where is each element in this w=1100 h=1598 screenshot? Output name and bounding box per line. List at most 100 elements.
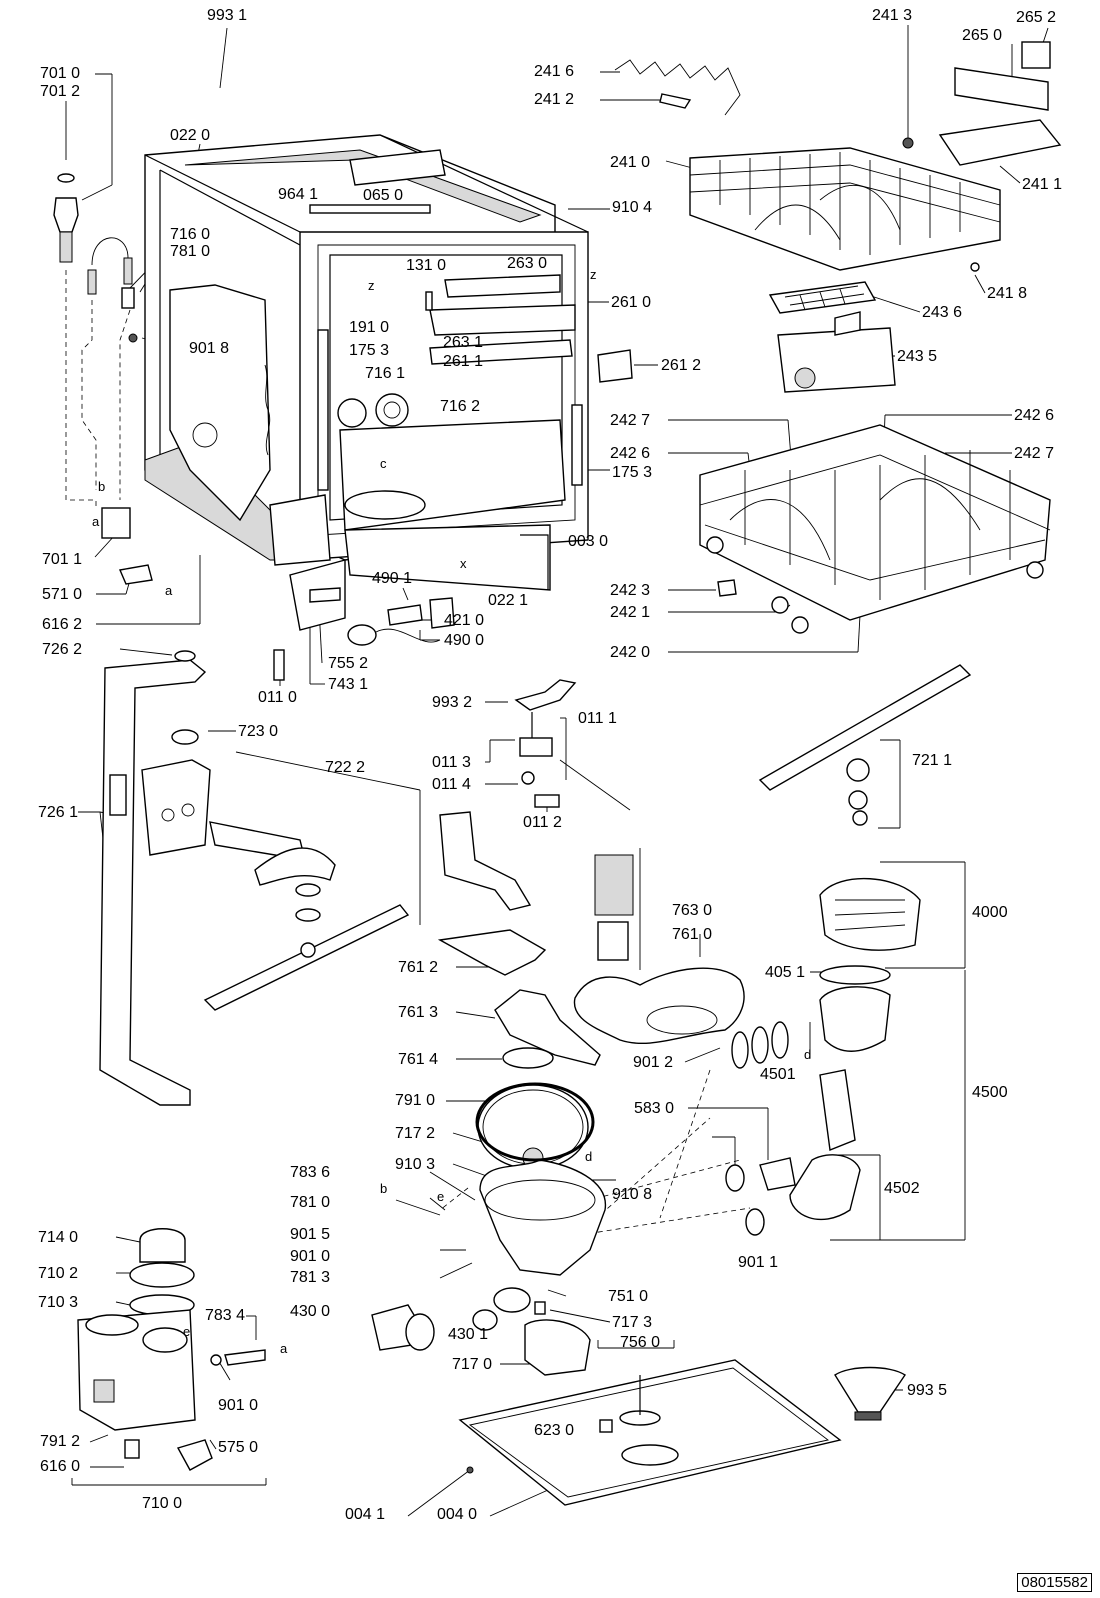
marker-b-2: b — [380, 1181, 388, 1196]
label-243-5: 243 5 — [897, 348, 938, 365]
label-263-1: 263 1 — [443, 334, 484, 351]
label-755-2: 755 2 — [328, 655, 369, 672]
label-263-0: 263 0 — [507, 255, 548, 272]
label-583-0: 583 0 — [634, 1100, 675, 1117]
label-242-0: 242 0 — [610, 644, 651, 661]
label-993-5: 993 5 — [907, 1382, 948, 1399]
label-761-0: 761 0 — [672, 926, 713, 943]
gasket-ring — [475, 1082, 595, 1162]
marker-e-1: e — [437, 1189, 445, 1204]
label-716-0: 716 0 — [170, 226, 211, 243]
label-175-3-b: 175 3 — [612, 464, 653, 481]
label-011-0: 011 0 — [258, 689, 297, 706]
label-901-2: 901 2 — [633, 1054, 674, 1071]
label-763-0: 763 0 — [672, 902, 713, 919]
marker-x: x — [460, 556, 467, 571]
label-4500: 4500 — [972, 1084, 1008, 1101]
marker-d-2: d — [585, 1149, 593, 1164]
label-901-0-b: 901 0 — [218, 1397, 259, 1414]
label-623-0: 623 0 — [534, 1422, 575, 1439]
water-duct — [99, 650, 207, 1106]
label-781-3: 781 3 — [290, 1269, 331, 1286]
label-191-0: 191 0 — [349, 319, 390, 336]
water-softener — [77, 1199, 441, 1471]
marker-a-3: a — [280, 1341, 288, 1356]
label-993-2: 993 2 — [432, 694, 473, 711]
label-575-0: 575 0 — [218, 1439, 259, 1456]
label-003-0: 003 0 — [568, 533, 609, 550]
filter-sump-pump — [371, 811, 921, 1376]
label-993-1: 993 1 — [207, 7, 248, 24]
label-717-3: 717 3 — [612, 1314, 653, 1331]
marker-b-1: b — [98, 479, 106, 494]
label-616-2: 616 2 — [42, 616, 83, 633]
marker-z-2: z — [590, 267, 597, 282]
label-065-0: 065 0 — [363, 187, 404, 204]
label-265-2: 265 2 — [1016, 9, 1057, 26]
label-726-1: 726 1 — [38, 804, 79, 821]
label-761-3: 761 3 — [398, 1004, 439, 1021]
label-761-4: 761 4 — [398, 1051, 439, 1068]
label-261-0: 261 0 — [611, 294, 652, 311]
label-243-6: 243 6 — [922, 304, 963, 321]
label-901-0-a: 901 0 — [290, 1248, 331, 1265]
marker-d-1: d — [804, 1047, 812, 1062]
label-616-0: 616 0 — [40, 1458, 81, 1475]
label-175-3-a: 175 3 — [349, 342, 390, 359]
label-723-0: 723 0 — [238, 723, 279, 740]
label-011-3: 011 3 — [432, 754, 471, 771]
label-571-0: 571 0 — [42, 586, 83, 603]
label-242-1: 242 1 — [610, 604, 651, 621]
label-910-8: 910 8 — [612, 1186, 653, 1203]
label-241-6: 241 6 — [534, 63, 575, 80]
label-241-3: 241 3 — [872, 7, 913, 24]
label-901-1: 901 1 — [738, 1254, 779, 1271]
tub-cabinet — [144, 134, 589, 631]
label-714-0: 714 0 — [38, 1229, 79, 1246]
label-710-0: 710 0 — [142, 1495, 183, 1512]
label-781-0-top: 781 0 — [170, 243, 211, 260]
label-242-6-right: 242 6 — [1014, 407, 1055, 424]
label-011-1: 011 1 — [578, 710, 617, 727]
base-pan — [458, 1359, 906, 1506]
label-022-0: 022 0 — [170, 127, 211, 144]
label-722-2: 722 2 — [325, 759, 366, 776]
label-261-1: 261 1 — [443, 353, 484, 370]
label-4502: 4502 — [884, 1180, 920, 1197]
label-242-7-left: 242 7 — [610, 412, 651, 429]
label-751-0: 751 0 — [608, 1288, 649, 1305]
inlet-valve-group — [53, 173, 153, 585]
label-910-4: 910 4 — [612, 199, 653, 216]
label-791-0: 791 0 — [395, 1092, 436, 1109]
label-701-0: 701 0 — [40, 65, 81, 82]
marker-z-1: z — [368, 278, 375, 293]
label-791-2: 791 2 — [40, 1433, 81, 1450]
marker-a-2: a — [165, 583, 173, 598]
label-241-2: 241 2 — [534, 91, 575, 108]
label-004-0: 004 0 — [437, 1506, 478, 1523]
label-721-1: 721 1 — [912, 752, 953, 769]
label-910-3: 910 3 — [395, 1156, 436, 1173]
label-241-0: 241 0 — [610, 154, 651, 171]
label-701-1: 701 1 — [42, 551, 83, 568]
label-490-0: 490 0 — [444, 632, 485, 649]
label-242-7-right: 242 7 — [1014, 445, 1055, 462]
label-242-3: 242 3 — [610, 582, 651, 599]
label-710-3: 710 3 — [38, 1294, 79, 1311]
label-405-1: 405 1 — [765, 964, 806, 981]
marker-a-1: a — [92, 514, 100, 529]
label-011-4: 011 4 — [432, 776, 471, 793]
label-430-0: 430 0 — [290, 1303, 331, 1320]
label-726-2: 726 2 — [42, 641, 83, 658]
label-716-2: 716 2 — [440, 398, 481, 415]
label-901-8: 901 8 — [189, 340, 230, 357]
lower-basket — [699, 424, 1051, 634]
label-783-4: 783 4 — [205, 1307, 246, 1324]
label-430-1: 430 1 — [448, 1326, 489, 1343]
label-011-2: 011 2 — [523, 814, 562, 831]
label-710-2: 710 2 — [38, 1265, 79, 1282]
upper-basket — [597, 41, 1062, 393]
label-265-0: 265 0 — [962, 27, 1003, 44]
